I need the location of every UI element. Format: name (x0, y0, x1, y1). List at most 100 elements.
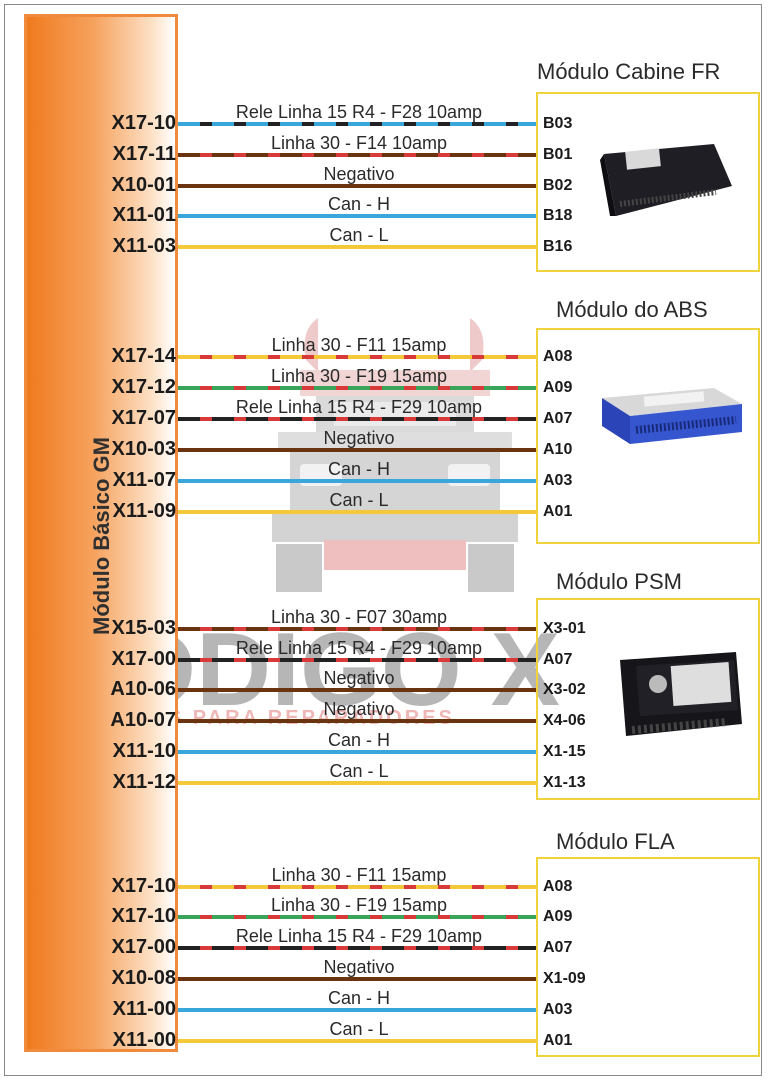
diagram-frame (4, 4, 762, 1076)
wire-label: Linha 30 - F07 30amp (270, 607, 448, 627)
left-pin-label: X11-01 (112, 204, 176, 226)
right-pin-label: X4-06 (543, 712, 586, 729)
right-pin-label: A07 (543, 410, 573, 427)
wire-label: Can - L (329, 761, 389, 781)
left-pin-label: X17-10 (111, 875, 177, 897)
right-pin-label: X1-13 (543, 774, 586, 791)
wire-line (178, 946, 536, 950)
wire-line (178, 479, 536, 483)
left-pin-label: X10-03 (111, 438, 177, 460)
right-pin-label: X3-01 (543, 620, 586, 637)
right-pin-label: A09 (543, 908, 573, 925)
right-pin-label: B16 (543, 238, 573, 255)
left-pin-label: X15-03 (111, 617, 177, 639)
left-pin-label: X11-00 (112, 1029, 176, 1051)
wire-line (178, 688, 536, 692)
left-pin-label: X11-09 (112, 500, 176, 522)
right-pin-label: X1-15 (543, 743, 586, 760)
left-pin-label: X17-10 (111, 905, 177, 927)
wire-line (178, 448, 536, 452)
wire-label: Can - L (329, 490, 389, 510)
wire-line (178, 885, 536, 889)
right-pin-label: A07 (543, 939, 573, 956)
right-pin-label: B18 (543, 207, 573, 224)
wire-label: Negativo (323, 699, 395, 719)
right-pin-label: A03 (543, 1001, 573, 1018)
right-pin-label: B01 (543, 146, 573, 163)
wire-label: Linha 30 - F14 10amp (270, 133, 448, 153)
wire-label: Rele Linha 15 R4 - F28 10amp (235, 102, 483, 122)
wire-label: Negativo (323, 668, 395, 688)
left-pin-label: X11-07 (112, 469, 176, 491)
wire-line (178, 214, 536, 218)
module-box (536, 328, 760, 544)
right-pin-label: X3-02 (543, 681, 586, 698)
left-pin-label: X10-01 (111, 174, 177, 196)
left-pin-label: A10-06 (110, 678, 176, 700)
wire-line (178, 977, 536, 981)
basic-module-bar: Módulo Básico GM (24, 14, 178, 1052)
left-pin-label: X17-07 (111, 407, 177, 429)
left-pin-label: X17-11 (112, 143, 176, 165)
wire-label: Rele Linha 15 R4 - F29 10amp (235, 638, 483, 658)
right-pin-label: A01 (543, 1032, 573, 1049)
wire-line (178, 781, 536, 785)
wire-label: Negativo (323, 428, 395, 448)
psm-module-icon (616, 650, 746, 755)
left-pin-label: X17-10 (111, 112, 177, 134)
left-pin-label: X11-03 (112, 235, 176, 257)
left-pin-label: X11-10 (112, 740, 176, 762)
wire-line (178, 1008, 536, 1012)
right-pin-label: X1-09 (543, 970, 586, 987)
wire-line (178, 658, 536, 662)
left-pin-label: X17-00 (111, 648, 177, 670)
wire-label: Linha 30 - F11 15amp (271, 335, 447, 355)
right-pin-label: A08 (543, 348, 573, 365)
left-pin-label: A10-07 (110, 709, 176, 731)
module-title: Módulo Cabine FR (537, 59, 721, 84)
left-pin-label: X17-14 (111, 345, 177, 367)
wire-line (178, 1039, 536, 1043)
abs-module-icon (596, 382, 746, 457)
wire-line (178, 750, 536, 754)
module-title: Módulo do ABS (556, 297, 708, 322)
left-pin-label: X11-00 (112, 998, 176, 1020)
wire-label: Can - H (327, 988, 390, 1008)
wire-line (178, 915, 536, 919)
wire-label: Can - L (329, 1019, 389, 1039)
wire-line (178, 510, 536, 514)
wire-line (178, 719, 536, 723)
wire-line (178, 122, 536, 126)
module-title: Módulo PSM (556, 569, 682, 594)
right-pin-label: B03 (543, 115, 573, 132)
wire-label: Linha 30 - F19 15amp (270, 366, 448, 386)
cabin-fr-module-icon (596, 140, 736, 225)
right-pin-label: A09 (543, 379, 573, 396)
wire-label: Linha 30 - F11 15amp (271, 865, 447, 885)
wire-label: Can - H (327, 194, 390, 214)
right-pin-label: A03 (543, 472, 573, 489)
right-pin-label: B02 (543, 177, 573, 194)
right-pin-label: A07 (543, 651, 573, 668)
wire-line (178, 355, 536, 359)
right-pin-label: A01 (543, 503, 573, 520)
right-pin-label: A10 (543, 441, 573, 458)
wire-line (178, 153, 536, 157)
wire-label: Negativo (323, 957, 395, 977)
wire-label: Can - H (327, 730, 390, 750)
wire-label: Can - H (327, 459, 390, 479)
left-pin-label: X17-12 (111, 376, 177, 398)
module-box (536, 857, 760, 1057)
wire-line (178, 184, 536, 188)
wire-line (178, 386, 536, 390)
wire-label: Negativo (323, 164, 395, 184)
left-pin-label: X10-08 (111, 967, 177, 989)
wire-line (178, 627, 536, 631)
module-box (536, 598, 760, 800)
wire-label: Can - L (329, 225, 389, 245)
wire-line (178, 245, 536, 249)
wire-line (178, 417, 536, 421)
wire-label: Rele Linha 15 R4 - F29 10amp (235, 397, 483, 417)
wire-label: Rele Linha 15 R4 - F29 10amp (235, 926, 483, 946)
left-pin-label: X11-12 (112, 771, 176, 793)
